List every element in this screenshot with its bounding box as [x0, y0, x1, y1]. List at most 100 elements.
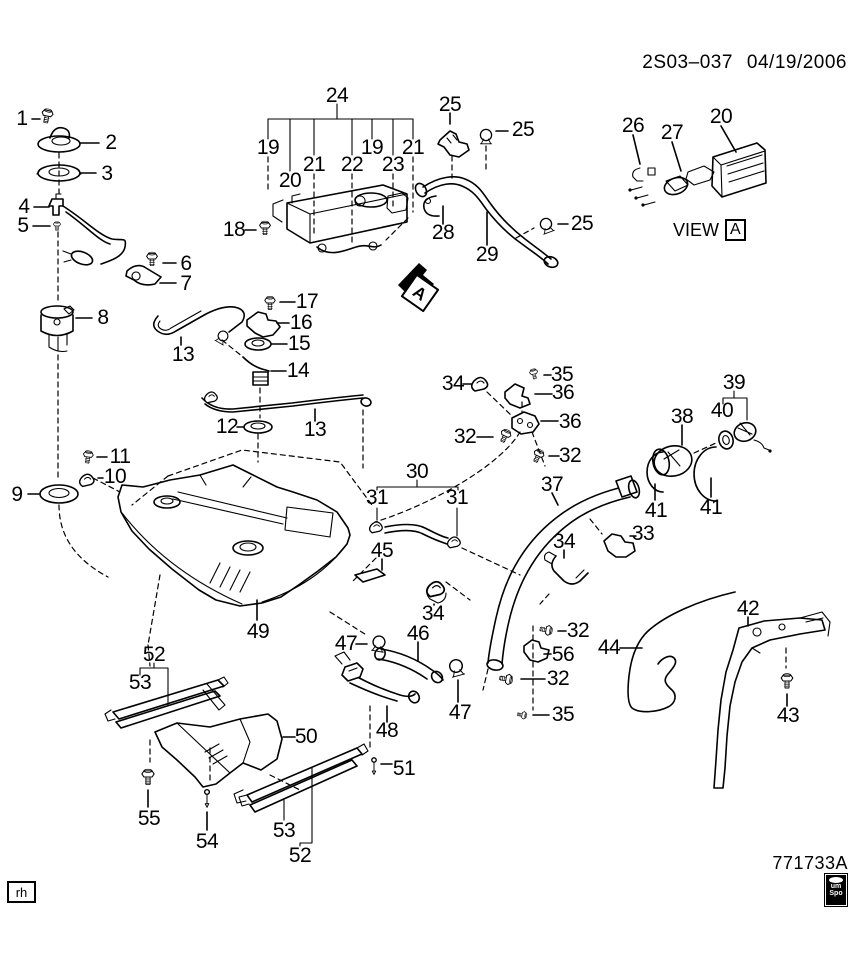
callout-33-42: 33 — [631, 522, 655, 545]
callout-29-34: 29 — [475, 243, 499, 266]
callout-34-43: 34 — [441, 372, 465, 395]
callout-45-59: 45 — [370, 539, 394, 562]
callout-53-69: 53 — [128, 671, 152, 694]
callout-9-8: 9 — [11, 483, 23, 506]
callout-11-10: 11 — [109, 445, 131, 468]
callout-36-48: 36 — [551, 381, 575, 404]
callout-20-22: 20 — [709, 105, 733, 128]
callout-36-49: 36 — [558, 410, 582, 433]
header-code-date: 2S03–037 04/19/2006 — [628, 52, 847, 74]
callout-51-66: 51 — [392, 757, 416, 780]
callout-49-64: 49 — [246, 620, 270, 643]
callout-27-32: 27 — [660, 121, 684, 144]
callout-41-55: 41 — [699, 496, 723, 519]
callout-25-29: 25 — [511, 118, 535, 141]
logo-text-line1: um — [830, 883, 842, 890]
callout-19-20: 19 — [360, 136, 384, 159]
callout-50-65: 50 — [294, 725, 318, 748]
callout-52-68: 52 — [288, 844, 312, 867]
callout-8-7: 8 — [97, 306, 109, 329]
callout-20-21: 20 — [278, 169, 302, 192]
callout-16-16: 16 — [289, 311, 313, 334]
view-text: VIEW — [673, 219, 720, 240]
callout-6-5: 6 — [180, 252, 192, 275]
callout-2-1: 2 — [105, 131, 117, 154]
callout-35-46: 35 — [550, 363, 574, 386]
callout-34-44: 34 — [552, 530, 576, 553]
rh-marker-box: rh — [7, 881, 36, 903]
callout-24-27: 24 — [325, 84, 349, 107]
drawing-number: 771733A — [772, 853, 848, 873]
breather-hose-drawing — [354, 479, 521, 606]
view-letter-box: A — [725, 219, 746, 241]
callout-5-4: 5 — [17, 214, 29, 237]
publisher-logo: um Spo — [824, 873, 848, 907]
protector-arch-drawing — [619, 591, 831, 789]
callout-14-14: 14 — [286, 359, 310, 382]
callout-44-58: 44 — [597, 636, 621, 659]
callout-53-70: 53 — [272, 819, 296, 842]
callout-4-3: 4 — [18, 195, 30, 218]
callout-38-51: 38 — [670, 405, 694, 428]
fuel-tank-drawing — [117, 449, 377, 667]
callout-54-71: 54 — [195, 830, 219, 853]
callout-19-19: 19 — [256, 136, 280, 159]
callout-10-9: 10 — [103, 465, 127, 488]
shield-straps-drawing — [104, 662, 393, 847]
callout-56-73: 56 — [551, 643, 575, 666]
callout-21-23: 21 — [302, 153, 326, 176]
callout-52-67: 52 — [142, 643, 166, 666]
callout-22-25: 22 — [340, 153, 364, 176]
callout-43-57: 43 — [776, 704, 800, 727]
document-code: 2S03–037 — [642, 52, 733, 73]
callout-32-41: 32 — [546, 667, 570, 690]
callout-48-63: 48 — [375, 719, 399, 742]
canister-module-drawing — [244, 103, 414, 254]
callout-32-38: 32 — [453, 425, 477, 448]
view-a-label: VIEW A — [673, 219, 746, 241]
filler-pipe-drawing — [482, 390, 772, 691]
callout-42-56: 42 — [736, 597, 760, 620]
callout-55-72: 55 — [137, 807, 161, 830]
callout-37-50: 37 — [540, 473, 564, 496]
callout-40-53: 40 — [710, 399, 734, 422]
callout-1-0: 1 — [16, 107, 28, 130]
callout-17-17: 17 — [295, 290, 319, 313]
callout-25-30: 25 — [570, 212, 594, 235]
logo-text-line2: Spo — [829, 890, 843, 897]
callout-35-47: 35 — [551, 703, 575, 726]
callout-13-13: 13 — [303, 418, 327, 441]
callout-7-6: 7 — [180, 272, 192, 295]
callout-47-61: 47 — [334, 632, 358, 655]
view-a-canister-drawing — [628, 125, 767, 207]
callout-32-40: 32 — [566, 619, 590, 642]
callout-12-11: 12 — [215, 415, 239, 438]
callout-41-54: 41 — [644, 499, 668, 522]
callout-47-62: 47 — [448, 701, 472, 724]
filler-hoses-drawing — [329, 611, 567, 723]
publisher-logo-inner: um Spo — [826, 875, 846, 905]
callout-18-18: 18 — [222, 218, 246, 241]
callout-13-12: 13 — [171, 343, 195, 366]
callout-30-35: 30 — [405, 460, 429, 483]
mid-pipes-drawing — [152, 295, 372, 469]
callout-21-24: 21 — [401, 136, 425, 159]
section-arrow-marker: A — [398, 263, 440, 313]
callout-46-60: 46 — [406, 622, 430, 645]
callout-31-36: 31 — [365, 486, 389, 509]
logo-ellipse-icon — [829, 877, 843, 883]
callout-28-33: 28 — [431, 221, 455, 244]
callout-31-37: 31 — [445, 486, 469, 509]
vapor-pipes-drawing — [414, 112, 569, 269]
callout-39-52: 39 — [722, 371, 746, 394]
callout-23-26: 23 — [381, 153, 405, 176]
callout-32-39: 32 — [558, 444, 582, 467]
callout-15-15: 15 — [287, 332, 311, 355]
document-date: 04/19/2006 — [746, 52, 847, 73]
callout-25-28: 25 — [438, 93, 462, 116]
callout-26-31: 26 — [621, 114, 645, 137]
callout-34-45: 34 — [421, 602, 445, 625]
